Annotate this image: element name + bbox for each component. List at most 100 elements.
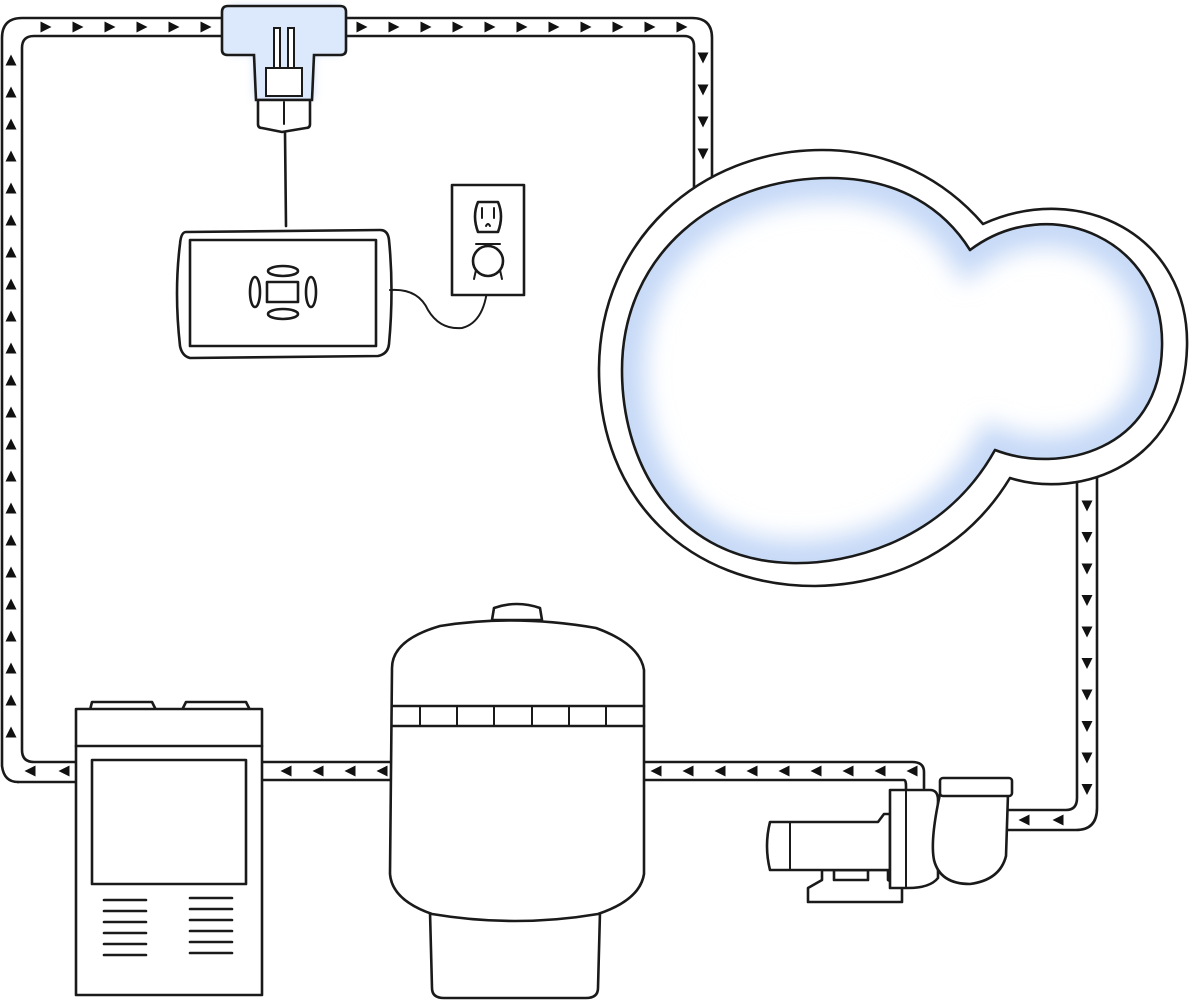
flow-arrow-up: [5, 502, 17, 514]
flow-arrow-left: [874, 765, 886, 777]
flow-arrow-left: [746, 765, 758, 777]
filter-legs: [428, 910, 602, 1000]
pump-base: [806, 868, 904, 904]
flow-arrow-right: [580, 21, 592, 33]
pipe-inner-left-top: [20, 34, 226, 764]
flow-arrow-up: [5, 278, 17, 290]
flow-arrow-left: [810, 765, 822, 777]
flow-arrow-down: [697, 52, 709, 64]
heater[interactable]: [74, 700, 264, 997]
flow-arrow-right: [484, 21, 496, 33]
control-right-button: [304, 275, 318, 309]
flow-arrow-up: [5, 374, 17, 386]
heater-vents-right: [188, 896, 234, 955]
inline-sensor-body: [220, 4, 348, 102]
flow-arrow-left: [682, 765, 694, 777]
filter-clamp-segments: [419, 705, 607, 727]
flow-arrow-right: [136, 21, 148, 33]
filter-top-knob: [490, 602, 544, 622]
flow-arrow-down: [1081, 626, 1093, 638]
flow-arrow-right: [452, 21, 464, 33]
flow-arrow-left: [344, 765, 356, 777]
flow-arrow-right: [356, 21, 368, 33]
control-unit-panel: [188, 238, 378, 348]
flow-arrow-left: [24, 765, 36, 777]
inline-sensor[interactable]: [220, 4, 348, 228]
flow-arrow-down: [1081, 532, 1093, 543]
pipe-inner-pool-pump: [1006, 478, 1079, 812]
flow-arrow-left: [842, 765, 854, 777]
flow-arrow-up: [5, 150, 17, 162]
flow-arrow-right: [516, 21, 528, 33]
flow-arrow-right: [420, 21, 432, 33]
flow-arrow-up: [5, 214, 17, 226]
flow-arrows: [5, 21, 1093, 826]
flow-arrow-down: [697, 148, 709, 160]
flow-arrow-left: [58, 765, 70, 777]
flow-arrow-left: [1018, 814, 1030, 826]
flow-arrow-up: [5, 598, 17, 610]
pipe-outer-left-top: [0, 16, 226, 784]
flow-arrow-right: [40, 21, 52, 33]
flow-arrow-left: [906, 765, 918, 777]
flow-arrow-up: [5, 310, 17, 322]
heater-vents-left: [102, 898, 148, 957]
flow-arrow-up: [5, 86, 17, 98]
flow-arrow-down: [1081, 752, 1093, 764]
flow-arrow-right: [200, 21, 212, 33]
pump-lid: [938, 776, 1014, 798]
flow-arrow-right: [168, 21, 180, 33]
flow-arrow-right: [104, 21, 116, 33]
pump-strainer: [931, 792, 1010, 886]
pipe-loop: [0, 16, 1099, 832]
flow-arrow-down: [1081, 500, 1093, 512]
flow-arrow-left: [714, 765, 726, 777]
inline-sensor-inner: [265, 67, 303, 97]
flow-arrow-left: [376, 765, 388, 777]
flow-arrow-up: [5, 566, 17, 578]
pool-water-rim: [622, 178, 1163, 564]
flow-arrow-up: [5, 662, 17, 674]
flow-arrow-up: [5, 726, 17, 738]
outlet-socket: [473, 200, 503, 234]
power-cord: [389, 271, 489, 330]
flow-arrow-down: [1081, 563, 1093, 575]
pump[interactable]: [765, 776, 1014, 904]
pipe-pump-filter-top: [642, 760, 926, 790]
flow-arrow-down: [1081, 689, 1093, 701]
flow-arrow-up: [5, 438, 17, 450]
pump-motor: [765, 812, 892, 872]
pipe-pump-filter-bottom: [642, 778, 908, 792]
control-unit-housing: [175, 228, 393, 360]
pump-housing: [888, 788, 940, 890]
wall-outlet[interactable]: [450, 183, 526, 297]
flow-arrow-down: [1081, 658, 1093, 669]
flow-arrow-down: [1081, 784, 1093, 795]
pool[interactable]: [597, 148, 1189, 588]
flow-arrow-up: [5, 470, 17, 482]
flow-arrow-left: [280, 765, 292, 777]
flow-arrow-right: [612, 21, 624, 33]
filter-tank[interactable]: [388, 602, 646, 1000]
flow-arrow-down: [1081, 595, 1093, 606]
pipe-outer-pool-pump: [1006, 473, 1099, 832]
flow-arrow-down: [1081, 721, 1093, 732]
flow-arrow-left: [650, 765, 662, 777]
sensor-probe-left: [273, 27, 281, 69]
flow-arrow-down: [697, 84, 709, 96]
flow-arrow-left: [778, 765, 790, 777]
flow-arrow-right: [72, 21, 84, 33]
control-unit[interactable]: [175, 228, 489, 360]
control-up-button: [266, 264, 300, 278]
flow-arrow-up: [5, 54, 17, 66]
flow-arrow-down: [697, 116, 709, 128]
heater-window: [90, 758, 248, 886]
heater-cabinet: [74, 707, 264, 997]
flow-arrow-up: [5, 534, 17, 546]
flow-arrow-right: [676, 21, 688, 33]
sensor-cable: [283, 130, 288, 228]
flow-arrow-left: [312, 765, 324, 777]
control-display: [265, 280, 300, 304]
